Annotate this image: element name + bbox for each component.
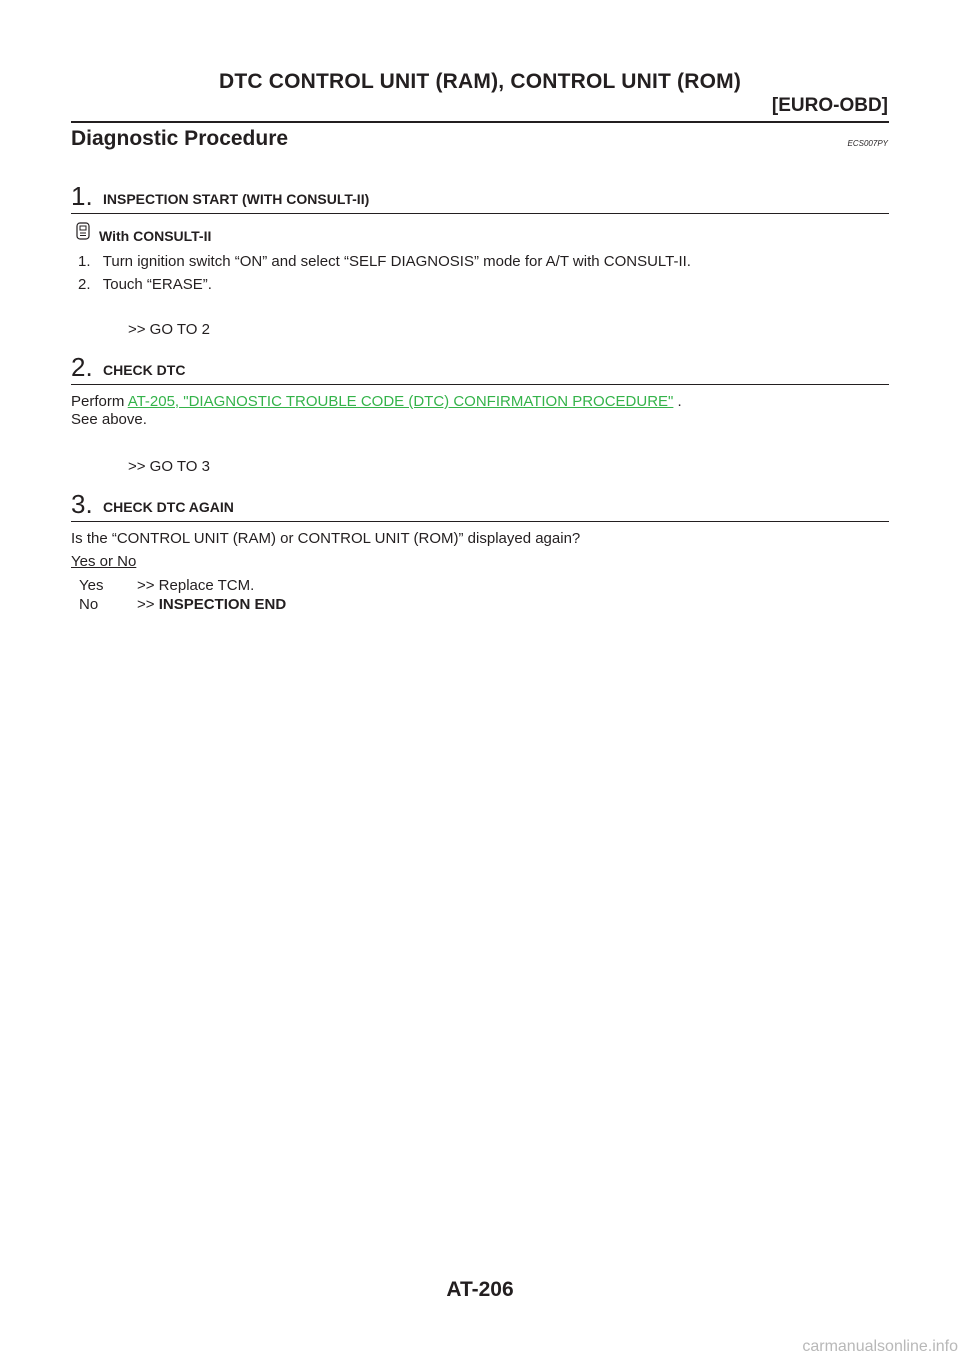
perform-prefix: Perform — [71, 393, 128, 410]
header-divider — [71, 121, 889, 123]
no-action-prefix: >> — [137, 596, 159, 613]
section-code: ECS007PY — [847, 139, 888, 148]
step-2-perform: Perform AT-205, "DIAGNOSTIC TROUBLE CODE… — [71, 392, 682, 411]
step-1-item-2: 2. Touch “ERASE”. — [78, 276, 212, 293]
step-3-label: CHECK DTC AGAIN — [103, 499, 234, 515]
no-action: INSPECTION END — [158, 596, 287, 613]
page-header-subtitle: [EURO-OBD] — [771, 95, 888, 116]
step-1-number: 1. — [71, 181, 93, 211]
yes-action: >> Replace TCM. — [137, 577, 255, 594]
step-1-goto: >> GO TO 2 — [128, 321, 210, 338]
step-1-heading: 1. INSPECTION START (WITH CONSULT-II) — [71, 179, 889, 214]
section-title: Diagnostic Procedure — [71, 127, 289, 150]
step-2-goto: >> GO TO 3 — [128, 458, 210, 475]
no-row: No >> INSPECTION END — [79, 596, 286, 613]
consult-label: With CONSULT-II — [99, 228, 212, 244]
step-2-heading: 2. CHECK DTC — [71, 350, 889, 385]
step-2-label: CHECK DTC — [103, 362, 186, 378]
yes-or-no-heading: Yes or No — [71, 553, 137, 570]
dtc-confirmation-link[interactable]: AT-205, "DIAGNOSTIC TROUBLE CODE (DTC) C… — [127, 393, 674, 410]
yes-row: Yes >> Replace TCM. — [79, 577, 254, 594]
step-3-question: Is the “CONTROL UNIT (RAM) or CONTROL UN… — [71, 530, 581, 547]
consult-tester-icon — [76, 222, 90, 240]
page-header-title: DTC CONTROL UNIT (RAM), CONTROL UNIT (RO… — [218, 70, 742, 93]
step-1-label: INSPECTION START (WITH CONSULT-II) — [103, 191, 370, 207]
page-number: AT-206 — [446, 1278, 514, 1301]
step-3-number: 3. — [71, 489, 93, 519]
yes-key: Yes — [79, 577, 104, 594]
step-2-note: See above. — [71, 411, 147, 428]
step-2-number: 2. — [71, 352, 93, 382]
no-key: No — [79, 596, 99, 613]
perform-suffix: . — [673, 393, 682, 410]
step-3-heading: 3. CHECK DTC AGAIN — [71, 487, 889, 522]
step-1-item-1: 1. Turn ignition switch “ON” and select … — [78, 253, 691, 270]
watermark: carmanualsonline.info — [802, 1338, 958, 1355]
